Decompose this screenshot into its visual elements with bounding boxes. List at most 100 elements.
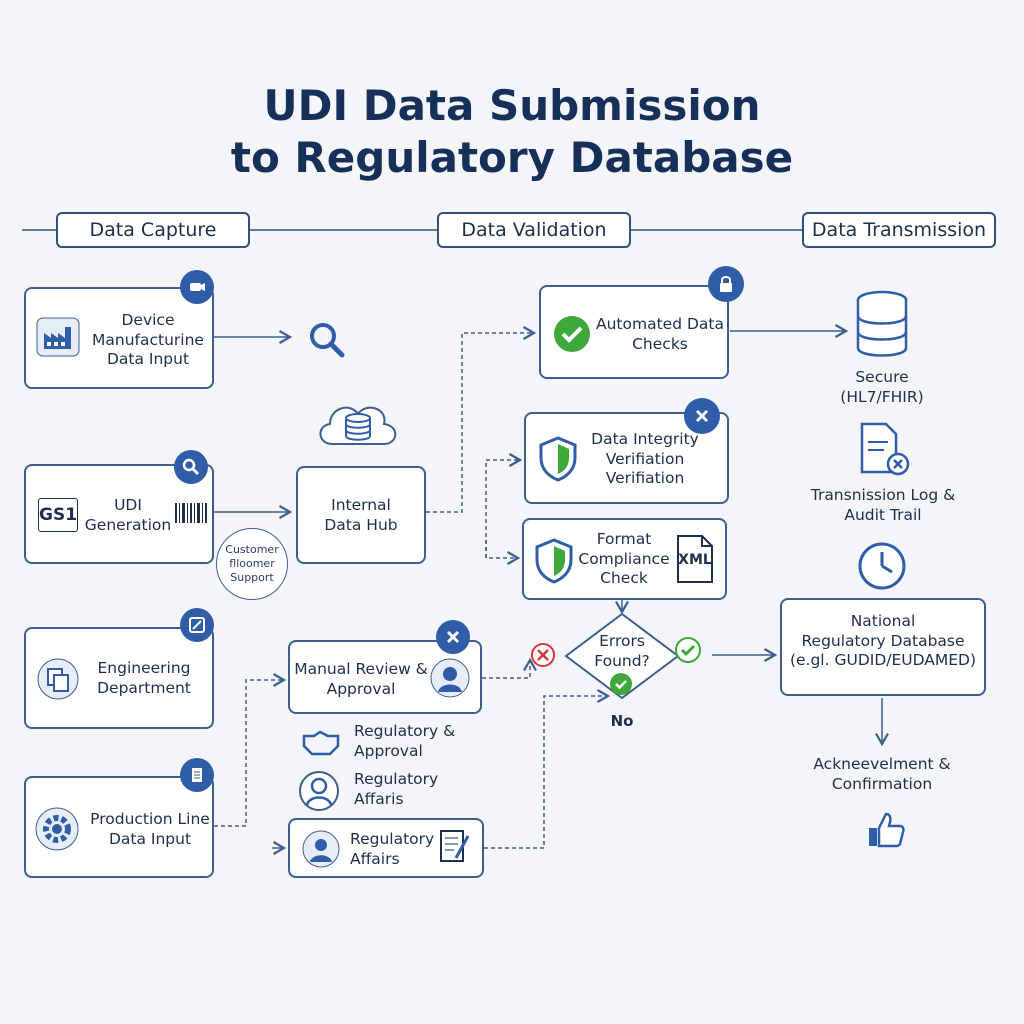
errors-line-2: Found? [594, 651, 650, 670]
national-line-1: National [850, 612, 916, 630]
compliance-shield-icon [534, 538, 574, 588]
device-label-line-2: Manufacturine [92, 330, 204, 349]
sign-document-icon [438, 828, 474, 872]
regulatory-affairs-person-icon [302, 830, 340, 872]
node-engineering-department: Engineering Department [24, 627, 214, 729]
national-line-3: (e.gl. GUDID/EUDAMED) [789, 651, 977, 669]
engineering-line-2: Department [97, 678, 191, 697]
udi-label-line-2: Generation [84, 515, 172, 534]
node-internal-data-hub: Internal Data Hub [296, 466, 426, 564]
xml-file-icon: XML [674, 534, 716, 584]
diagram-title-line-1: UDI Data Submission [263, 81, 761, 130]
document-badge-icon [180, 758, 214, 792]
no-check-icon [609, 672, 633, 700]
production-line-2: Data Input [108, 829, 192, 848]
shield-icon [538, 436, 578, 486]
cloud-database-icon [312, 392, 404, 456]
no-label: No [610, 712, 634, 730]
integrity-line-1: Data Integrity [591, 430, 699, 448]
lock-badge-icon [708, 266, 744, 302]
section-data-validation: Data Validation [437, 212, 631, 248]
national-line-2: Regulatory Database [801, 631, 965, 650]
support-line-3: Support [230, 571, 274, 584]
gs1-logo: GS1 [38, 498, 78, 532]
node-hub-label: Internal Data Hub [298, 496, 424, 535]
user-icon [430, 658, 470, 702]
node-device-label: Device Manufacturine Data Input [88, 311, 208, 370]
blueprint-icon [36, 657, 80, 705]
node-format-compliance: Format Compliance Check XML [522, 518, 727, 600]
node-integrity-label: Data Integrity Verifiation Verifiation [582, 430, 708, 489]
secure-line-2: (HL7/FHIR) [840, 387, 924, 406]
node-reg-affairs-label: Regulatory Affairs [350, 830, 434, 869]
node-regulatory-affairs: Regulatory Affairs [288, 818, 484, 878]
decision-label: Errors Found? [564, 632, 680, 671]
diagram-title-line-2: to Regulatory Database [230, 133, 794, 182]
reg-affairs1-line-1: Regulatory [354, 770, 439, 788]
secure-label: Secure (HL7/FHIR) [812, 368, 952, 407]
device-label-line-3: Data Input [106, 350, 190, 368]
database-icon [854, 290, 910, 362]
secure-line-1: Secure [855, 368, 909, 386]
check-circle-icon [553, 315, 591, 357]
node-engineering-label: Engineering Department [86, 659, 202, 698]
tools-badge-icon [180, 608, 214, 642]
close-circle-badge-icon [684, 398, 720, 434]
ack-line-1: Acknеevelment & [813, 755, 951, 773]
node-manual-review-label: Manual Review & Approval [294, 660, 428, 699]
camera-badge-icon [180, 270, 214, 304]
transmission-log-label: Transnission Log & Audit Trail [798, 486, 968, 525]
error-x-icon [530, 642, 556, 672]
section-data-transmission: Data Transmission [802, 212, 996, 248]
log-line-1: Transnission Log & [810, 486, 956, 504]
node-production-line-input: Production Line Data Input [24, 776, 214, 878]
reg-affairs2-line-1: Regulatory [350, 830, 435, 848]
gear-icon [34, 806, 80, 856]
hub-line-1: Internal [331, 496, 391, 514]
regulatory-person-icon [298, 770, 340, 816]
magnifier-icon [305, 318, 349, 366]
format-line-1: Format [596, 530, 652, 548]
close-badge-icon [436, 620, 470, 654]
xml-label: XML [678, 552, 712, 568]
ack-line-2: Confirmation [831, 774, 933, 793]
node-automated-data-checks: Automated Data Checks [539, 285, 729, 379]
customer-support-node: Customer flloomer Support [216, 528, 288, 600]
automated-line-2: Checks [632, 334, 688, 353]
acknowledgement-label: Acknеevelment & Confirmation [794, 755, 970, 794]
manual-review-line-2: Approval [326, 679, 396, 698]
device-label-line-1: Device [121, 311, 175, 329]
reg-affairs2-line-2: Affairs [350, 849, 400, 868]
clock-icon [856, 540, 908, 596]
automated-line-1: Automated Data [596, 315, 724, 333]
node-format-label: Format Compliance Check [576, 530, 672, 589]
search-badge-icon [174, 450, 208, 484]
udi-label-line-1: UDI [114, 496, 142, 514]
barcode-icon [174, 502, 210, 528]
reg-approval-line-1: Regulatory & [354, 722, 456, 740]
node-automated-label: Automated Data Checks [595, 315, 725, 354]
node-udi-label: UDI Generation [80, 496, 176, 535]
engineering-line-1: Engineering [97, 659, 191, 677]
node-production-label: Production Line Data Input [84, 810, 216, 849]
log-document-icon [858, 422, 914, 482]
node-device-manufacturing-input: Device Manufacturine Data Input [24, 287, 214, 389]
integrity-line-2: Verifiation [605, 449, 685, 468]
manual-review-line-1: Manual Review & [294, 660, 428, 678]
support-line-2: flloomer [229, 557, 275, 570]
regulatory-approval-label: Regulatory & Approval [354, 722, 455, 761]
integrity-line-3: Verifiation [605, 469, 685, 487]
regulatory-affairs-label-1: Regulatory Affaris [354, 770, 438, 809]
log-line-2: Audit Trail [844, 505, 922, 524]
yes-check-icon [674, 636, 702, 668]
reg-affairs1-line-2: Affaris [354, 789, 404, 808]
errors-line-1: Errors [599, 632, 645, 650]
hub-line-2: Data Hub [324, 515, 398, 534]
thumbs-up-icon [866, 810, 906, 854]
node-national-regulatory-database: National Regulatory Database (e.gl. GUDI… [780, 598, 986, 696]
factory-icon [36, 317, 80, 361]
national-db-label: National Regulatory Database (e.gl. GUDI… [782, 612, 984, 671]
section-data-capture: Data Capture [56, 212, 250, 248]
handshake-icon [300, 726, 342, 762]
